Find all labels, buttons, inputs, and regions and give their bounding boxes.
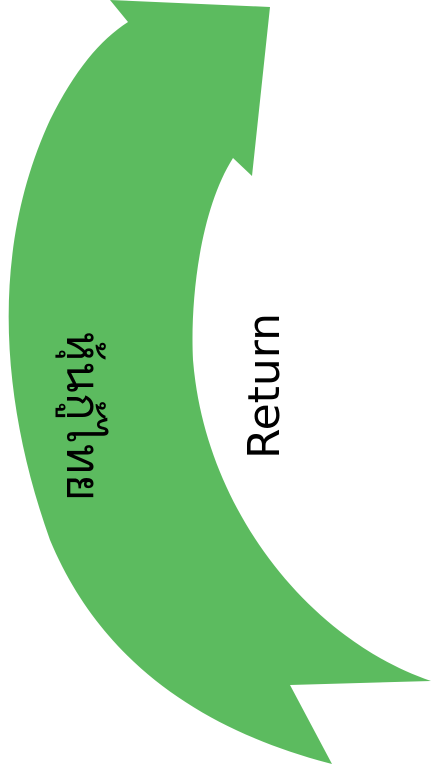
return-label: Return: [239, 313, 290, 459]
arrow-label: หุ้นกู้ไทย: [55, 331, 111, 501]
curved-arrow-shape: [8, 0, 431, 764]
